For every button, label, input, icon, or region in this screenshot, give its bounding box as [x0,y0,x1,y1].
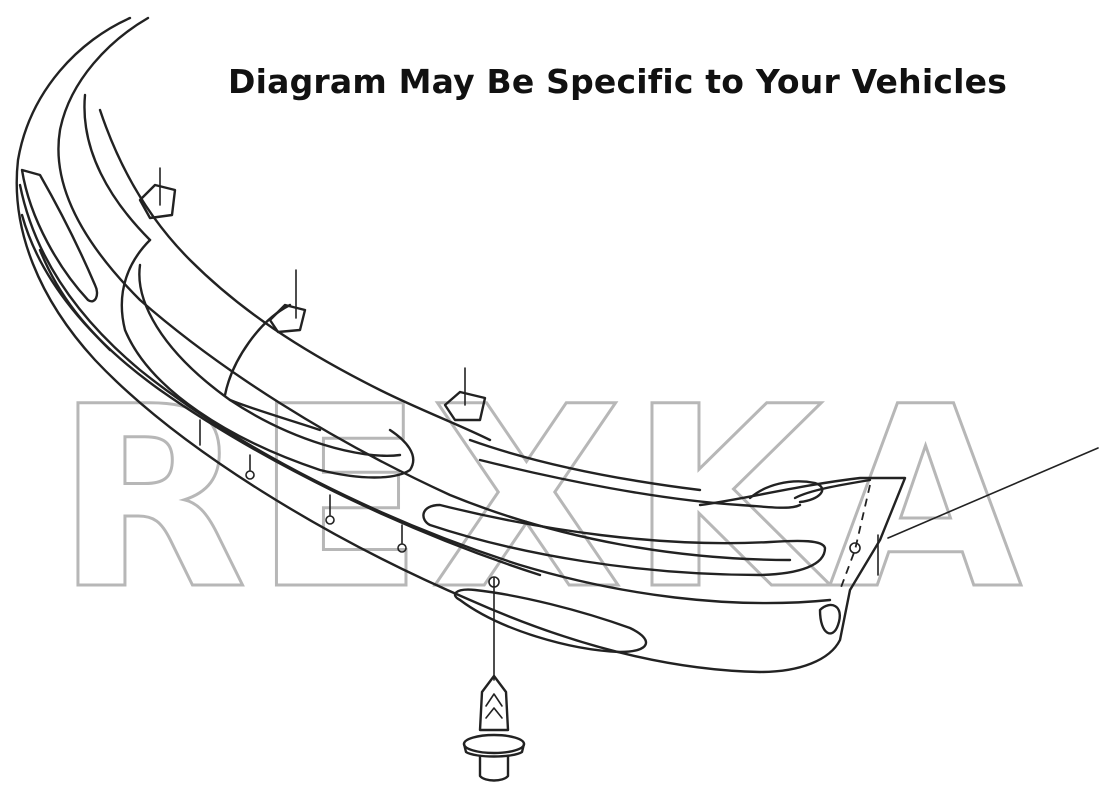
diagram-title: Diagram May Be Specific to Your Vehicles [228,62,1008,101]
push-clip-fastener [462,576,526,782]
watermark-text: REXKA [55,353,1028,644]
bumper-cover [15,16,907,674]
leader-line [887,447,1099,539]
